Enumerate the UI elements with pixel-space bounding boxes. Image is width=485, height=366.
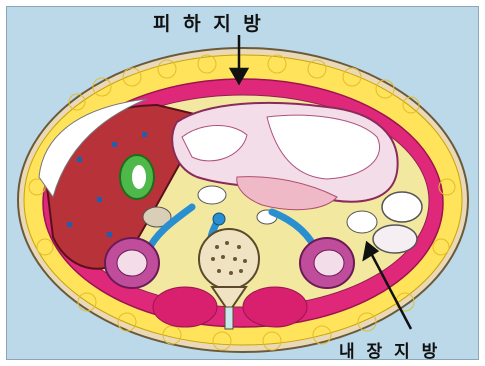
right-kidney-pelvis (117, 250, 147, 276)
subcutaneous-fat-label: 피 하 지 방 (153, 9, 264, 36)
spinous-process (225, 307, 233, 329)
abdomen-cross-section (7, 7, 478, 359)
colon-segment (373, 225, 417, 253)
colon-segment (347, 211, 377, 233)
aorta (213, 213, 225, 225)
left-kidney-pelvis (314, 250, 344, 276)
diagram-frame: 피 하 지 방 내 장 지 방 (6, 6, 479, 360)
colon-segment (382, 192, 422, 222)
gallbladder-lumen (132, 165, 146, 189)
vertebral-body (199, 229, 259, 289)
visceral-fat-label: 내 장 지 방 (339, 337, 440, 360)
back-muscle-left (153, 287, 217, 327)
back-muscle-right (243, 287, 307, 327)
bowel-loop (198, 186, 226, 204)
